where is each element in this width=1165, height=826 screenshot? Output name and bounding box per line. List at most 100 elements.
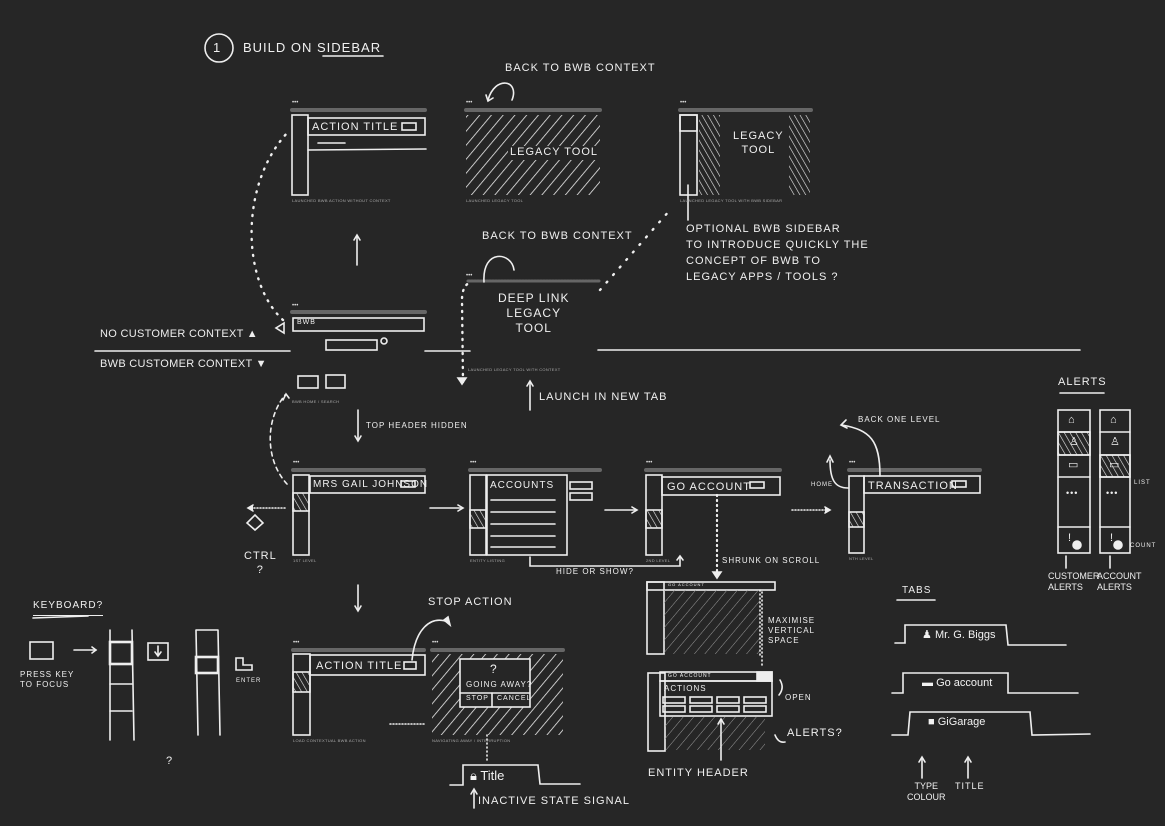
dotted-connector bbox=[598, 208, 672, 292]
note-hide-or-show: Hide or show? bbox=[556, 567, 634, 576]
note-inactive-state: Inactive state signal bbox=[478, 795, 631, 807]
account-icon: ▭ bbox=[1109, 459, 1121, 471]
person-icon: ♙ bbox=[1110, 436, 1121, 448]
bwb-customer-context-label: BWB CUSTOMER CONTEXT ▼ bbox=[100, 358, 267, 370]
frame-caption: 1st level bbox=[293, 558, 317, 563]
note-back-one-level: Back one level bbox=[858, 415, 941, 424]
note-open: Open bbox=[785, 693, 812, 702]
actions-label: Actions bbox=[664, 684, 707, 693]
svg-text:•••: ••• bbox=[292, 100, 298, 106]
hide-show-bracket bbox=[529, 556, 681, 567]
frame-caption: 2nd level bbox=[646, 558, 671, 563]
frame-title: Action title bbox=[312, 121, 399, 133]
tab-label: Go account bbox=[936, 677, 993, 689]
dialog-cancel-button[interactable]: Cancel bbox=[497, 695, 532, 702]
frame-caption: Launched legacy tool with BWB sidebar bbox=[680, 198, 783, 203]
person-icon: ♙ bbox=[1069, 436, 1080, 448]
alerts-account-column bbox=[1072, 409, 1131, 569]
frame-caption: Navigating away / interruption bbox=[432, 738, 511, 743]
more-dots: ••• bbox=[1106, 488, 1119, 498]
alert-icon: ! bbox=[1068, 532, 1073, 544]
lock-icon: 🔒︎ bbox=[470, 768, 477, 783]
svg-text:•••: ••• bbox=[466, 100, 472, 106]
note-entity-header: Entity header bbox=[648, 767, 749, 779]
note-launch-new-tab: Launch in new tab bbox=[539, 391, 668, 403]
frame-title: Go account bbox=[668, 673, 712, 679]
frame-title: Mrs Gail Johnson bbox=[313, 479, 429, 490]
tab-title: Title bbox=[480, 768, 505, 783]
frame-title: Transaction bbox=[868, 480, 958, 492]
frame-contextual-action: ••• bbox=[291, 640, 427, 736]
list-label: List bbox=[1134, 480, 1151, 486]
note-alerts-question: Alerts? bbox=[787, 727, 843, 739]
note-home: Home bbox=[811, 482, 833, 488]
note-deep-link: Deep link legacy tool bbox=[498, 291, 570, 335]
inactive-tab-title: 🔒︎ Title bbox=[470, 768, 504, 784]
briefcase-icon: ■ bbox=[928, 716, 935, 728]
frame-navigating-away: ••• bbox=[411, 615, 565, 761]
svg-text:•••: ••• bbox=[646, 460, 652, 466]
inactive-tab-shape bbox=[449, 764, 581, 809]
tabs-heading: Tabs bbox=[902, 585, 932, 596]
frame-first-level: ••• bbox=[291, 460, 427, 556]
note-back-to-bwb: Back to BWB context bbox=[505, 62, 656, 74]
frame-title: BWB bbox=[297, 319, 316, 326]
tab-customer[interactable]: ♟ Mr. G. Biggs bbox=[922, 628, 995, 641]
svg-text:•••: ••• bbox=[466, 273, 472, 279]
page-title: Build on sidebar bbox=[243, 40, 382, 55]
svg-text:•••: ••• bbox=[292, 303, 298, 309]
svg-text:•••: ••• bbox=[849, 460, 855, 466]
type-colour-label: Type colour bbox=[907, 781, 946, 803]
frame-title: Legacy tool bbox=[733, 130, 784, 156]
customer-alerts-label: Customer alerts bbox=[1048, 571, 1100, 593]
tab-account[interactable]: ▬ Go account bbox=[922, 677, 992, 689]
frame-title: Go Account bbox=[667, 481, 751, 493]
note-shrunk-on-scroll: Shrunk on scroll bbox=[722, 556, 821, 565]
frame-action-no-context: ••• bbox=[290, 100, 427, 196]
frame-legacy-sidebar: ••• bbox=[678, 100, 814, 221]
svg-text:•••: ••• bbox=[432, 640, 438, 646]
frame-caption: Launched legacy tool with context bbox=[468, 367, 561, 372]
frame-title: Accounts bbox=[490, 480, 555, 491]
frame-caption: Launched BWB action without context bbox=[292, 198, 391, 203]
tab-label: Mr. G. Biggs bbox=[934, 629, 996, 641]
home-icon: ⌂ bbox=[1110, 414, 1118, 426]
note-optional-sidebar: Optional BWB sidebar to introduce quickl… bbox=[686, 223, 869, 283]
count-label: Count bbox=[1130, 543, 1157, 549]
dotted-connector bbox=[250, 128, 292, 322]
frame-entity-listing: ••• bbox=[468, 460, 602, 556]
frame-second-level: ••• bbox=[644, 460, 782, 556]
frame-caption: BWB home / search bbox=[292, 399, 340, 404]
tab-label: GiGarage bbox=[937, 716, 986, 728]
dialog-text: Going away? bbox=[466, 680, 533, 689]
account-icon: ▭ bbox=[1068, 459, 1080, 471]
tab-business[interactable]: ■ GiGarage bbox=[928, 716, 985, 728]
svg-text:•••: ••• bbox=[293, 640, 299, 646]
person-icon: ♟ bbox=[922, 629, 932, 641]
note-stop-action: Stop action bbox=[428, 596, 513, 608]
note-ctrl: CTRL ? bbox=[244, 550, 277, 576]
note-back-to-bwb: Back to BWB context bbox=[482, 230, 633, 242]
note-top-header-hidden: Top header hidden bbox=[366, 421, 468, 430]
title-label: Title bbox=[955, 781, 985, 791]
svg-text:•••: ••• bbox=[680, 100, 686, 106]
frame-nth-level: ••• bbox=[826, 419, 982, 554]
account-alerts-label: Account alerts bbox=[1097, 571, 1142, 593]
dialog-stop-button[interactable]: Stop bbox=[466, 695, 489, 702]
note-enter: Enter bbox=[236, 678, 262, 684]
frame-actions-open bbox=[647, 671, 786, 761]
frame-title: Legacy tool bbox=[508, 146, 601, 160]
frame-legacy-context: ••• bbox=[466, 255, 602, 283]
frame-caption: Entity listing bbox=[470, 558, 506, 563]
step-number-circle bbox=[204, 33, 234, 63]
frame-title: Action title bbox=[316, 660, 403, 672]
account-icon: ▬ bbox=[922, 677, 933, 689]
frame-caption: Nth level bbox=[849, 556, 874, 561]
home-icon: ⌂ bbox=[1068, 414, 1076, 426]
keyboard-heading: Keyboard? bbox=[33, 600, 104, 616]
more-dots: ••• bbox=[1066, 488, 1079, 498]
alerts-customer-column bbox=[1057, 409, 1091, 569]
alert-icon: ! bbox=[1110, 532, 1115, 544]
keyboard-diagram bbox=[29, 513, 265, 741]
